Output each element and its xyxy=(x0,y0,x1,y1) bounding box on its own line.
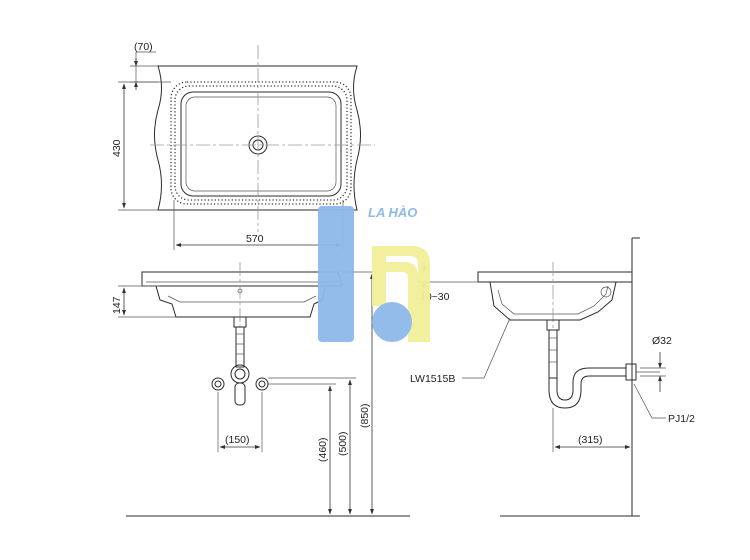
supply-height-label: (460) xyxy=(317,437,329,462)
height-label: 147 xyxy=(111,296,123,314)
width-label: 570 xyxy=(246,233,264,245)
drain-height-label: (500) xyxy=(337,431,349,456)
counter-height-label: (850) xyxy=(359,403,371,428)
front-view xyxy=(118,262,410,517)
pipe-diameter-label: Ø32 xyxy=(652,335,672,347)
trap-spacing-label: (150) xyxy=(225,434,250,446)
fitting-label: PJ1/2 xyxy=(668,413,695,425)
depth-label: 430 xyxy=(111,139,123,157)
outlet-distance-label: (315) xyxy=(578,434,603,446)
overhang-label: (70) xyxy=(134,41,153,53)
watermark-logo xyxy=(318,206,430,342)
watermark-text: LA HÀO xyxy=(368,205,417,220)
model-label: LW1515B xyxy=(410,373,455,385)
top-view xyxy=(118,45,375,250)
